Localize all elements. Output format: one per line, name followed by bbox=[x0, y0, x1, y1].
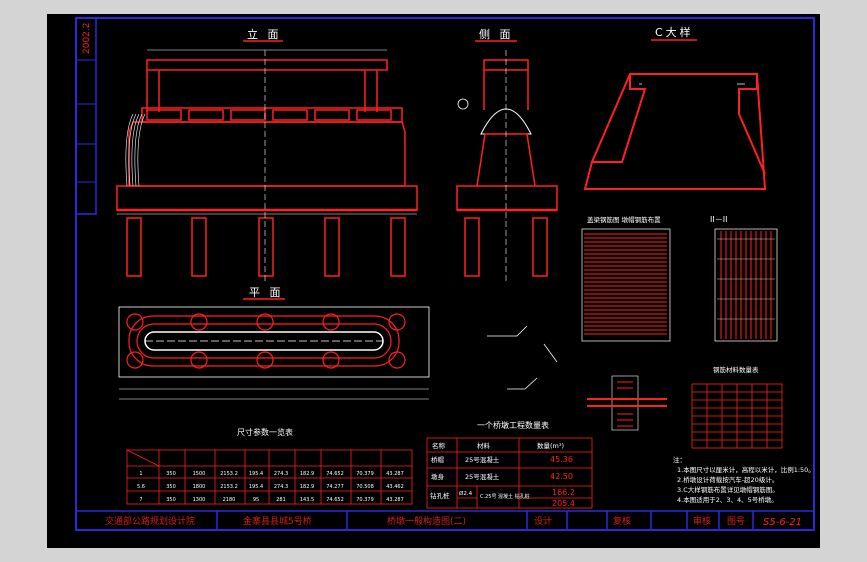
plan-outline bbox=[118, 306, 430, 378]
detail-c-drawing bbox=[583, 73, 767, 190]
outer-frame bbox=[75, 17, 815, 531]
dims-cell: 195.4 bbox=[249, 471, 263, 477]
dims-cell: 2153.2 bbox=[220, 484, 238, 490]
cap-beam-top bbox=[146, 59, 388, 71]
dims-cell: 350 bbox=[166, 471, 176, 477]
dims-cell: 7 bbox=[139, 497, 142, 503]
tb-drawing-no-label: 图号 bbox=[727, 516, 745, 527]
dims-cell: 350 bbox=[166, 497, 176, 503]
qty-value-2: 205.4 bbox=[552, 499, 575, 508]
dims-cell: 70.508 bbox=[356, 484, 374, 490]
dims-cell: 43.287 bbox=[386, 471, 404, 477]
rebar-section-1 bbox=[581, 228, 671, 342]
dims-cell: 195.4 bbox=[249, 484, 263, 490]
rebar-label: 盖梁钢筋图 墩帽钢筋布置 bbox=[587, 215, 661, 224]
qty-material: C.25号 混凝土 钻孔桩 bbox=[480, 493, 530, 500]
pile bbox=[324, 217, 340, 277]
qty-name: 钻孔桩 bbox=[430, 491, 450, 500]
dims-cell: 95 bbox=[253, 497, 259, 503]
tb-check: 复核 bbox=[613, 515, 631, 527]
qty-table bbox=[426, 437, 593, 509]
tb-drawing-no: S5-6-21 bbox=[763, 517, 802, 528]
cad-drawing: 2002.2 立 面 侧 面 bbox=[75, 17, 815, 531]
note-line: 2.桥墩设计荷载按汽车-超20级计。 bbox=[677, 475, 778, 484]
qty-table-title: 一个桥墩工程数量表 bbox=[477, 420, 549, 430]
side-title: 侧 面 bbox=[479, 28, 514, 41]
rebar-section-2 bbox=[714, 228, 778, 342]
dims-cell: 1500 bbox=[193, 471, 206, 477]
qty-material: 25号混凝土 bbox=[465, 472, 500, 481]
note-line: 3.C大样钢筋布置详见墩帽钢筋图。 bbox=[677, 485, 779, 494]
dims-cell: 350 bbox=[166, 484, 176, 490]
dims-cell: 281 bbox=[276, 497, 286, 503]
left-band bbox=[75, 17, 97, 215]
pile bbox=[258, 217, 274, 277]
note-line: 注： bbox=[673, 455, 686, 464]
joint-detail bbox=[587, 375, 667, 431]
qty-material: 25号混凝土 bbox=[465, 455, 500, 464]
leader-details bbox=[487, 325, 558, 390]
dims-cell: 1800 bbox=[193, 484, 206, 490]
dims-cell: 143.5 bbox=[300, 497, 314, 503]
qty-value: 45.36 bbox=[550, 455, 573, 464]
elevation-hatch bbox=[125, 113, 146, 187]
note-line: 1.本图尺寸以厘米计，高程以米计，比例1:50。 bbox=[677, 465, 815, 474]
qty-sub: Ø2.4 bbox=[459, 490, 473, 497]
elevation-drawing bbox=[116, 59, 418, 277]
year-tag: 2002.2 bbox=[82, 23, 92, 55]
plan-drawing bbox=[126, 313, 406, 369]
tb-drawing-title: 桥墩一般构造图(二) bbox=[387, 515, 466, 527]
dims-rows: 1 350 1500 2153.2 195.4 274.3 182.9 74.652 70.37… bbox=[137, 471, 404, 503]
note-line: 4.本图适用于2、3、4、5号桥墩。 bbox=[677, 495, 778, 504]
pile bbox=[191, 217, 207, 277]
tb-org: 交通部公路规划设计院 bbox=[105, 515, 195, 527]
qty-name: 墩身 bbox=[431, 472, 445, 481]
rebar-table-title: 钢筋材料数量表 bbox=[713, 365, 759, 374]
tb-project: 金寨县县城5号桥 bbox=[243, 515, 312, 527]
notes: 注： 1.本图尺寸以厘米计，高程以米计，比例1:50。 2.桥墩设计荷载按汽车-… bbox=[673, 455, 815, 504]
tb-design: 设计 bbox=[534, 515, 552, 527]
dims-cell: 2180 bbox=[223, 497, 236, 503]
dims-cell: 43.287 bbox=[386, 497, 404, 503]
dims-cell: 74.652 bbox=[326, 471, 344, 477]
qty-header-qty: 数量(m³) bbox=[537, 441, 564, 450]
dims-cell: 182.9 bbox=[300, 471, 314, 477]
dims-cell: 43.462 bbox=[386, 484, 404, 490]
dims-cell: 74.277 bbox=[326, 484, 344, 490]
pile-cap bbox=[116, 185, 418, 211]
dims-cell: 70.379 bbox=[356, 471, 374, 477]
dims-cell: 5.6 bbox=[137, 484, 145, 490]
pier-body bbox=[128, 121, 406, 187]
dims-cell: 182.9 bbox=[300, 484, 314, 490]
title-block bbox=[76, 510, 814, 530]
dims-cell: 1300 bbox=[193, 497, 206, 503]
dims-table bbox=[126, 449, 413, 505]
dims-cell: 1 bbox=[139, 471, 142, 477]
elevation-title: 立 面 bbox=[247, 27, 282, 41]
dims-table-title: 尺寸参数一览表 bbox=[237, 427, 293, 437]
plan-title: 平 面 bbox=[249, 286, 284, 299]
qty-name: 桥帽 bbox=[431, 455, 445, 464]
tb-review: 审核 bbox=[693, 515, 711, 527]
qty-value: 42.50 bbox=[550, 472, 573, 481]
dims-cell: 2153.2 bbox=[220, 471, 238, 477]
pile bbox=[126, 217, 142, 277]
qty-header-name: 名称 bbox=[432, 441, 446, 450]
rebar-table bbox=[691, 383, 783, 449]
qty-header-material: 材料 bbox=[477, 441, 491, 450]
qty-value: 166.2 bbox=[552, 488, 575, 497]
dims-cell: 70.379 bbox=[356, 497, 374, 503]
dims-cell: 74.652 bbox=[326, 497, 344, 503]
pile bbox=[390, 217, 406, 277]
dims-cell: 274.3 bbox=[274, 484, 288, 490]
side-drawing bbox=[456, 59, 558, 277]
drawing-sheet: 2002.2 立 面 侧 面 bbox=[47, 14, 820, 548]
dims-cell: 274.3 bbox=[274, 471, 288, 477]
detail-c-title: C大样 bbox=[655, 25, 694, 39]
section-2-title: II－II bbox=[710, 215, 727, 224]
